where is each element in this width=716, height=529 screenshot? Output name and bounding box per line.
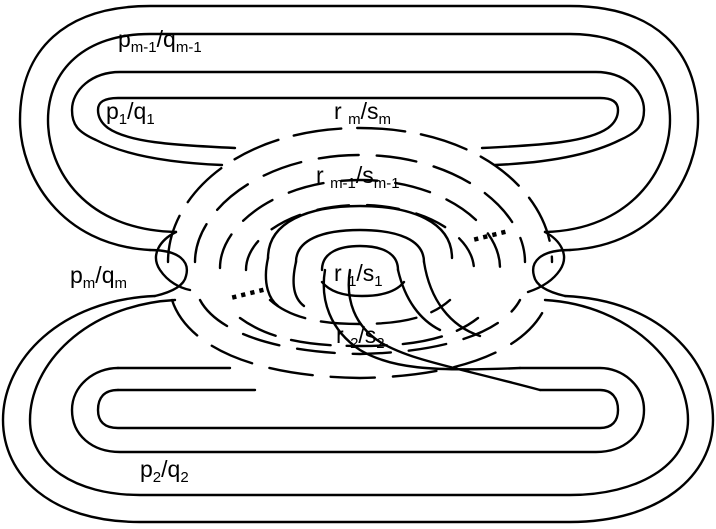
label-rm1-sm1: r m-1/sm-1 [316,162,400,192]
label-r2-s2: r 2/s2 [336,322,385,352]
outer-rings [166,126,554,380]
label-p2-q2: p2/q2 [140,456,189,486]
label-pm-qm: pm/qm [70,262,127,292]
label-p1-q1: p1/q1 [106,98,155,128]
label-pm1-qm1: pm-1/qm-1 [118,26,202,56]
clasps [148,230,572,392]
lower-band [1,294,715,524]
label-r1-s1: r 1/s1 [334,260,383,290]
upper-band [18,4,700,252]
label-rm-sm: r m/sm [334,98,391,128]
